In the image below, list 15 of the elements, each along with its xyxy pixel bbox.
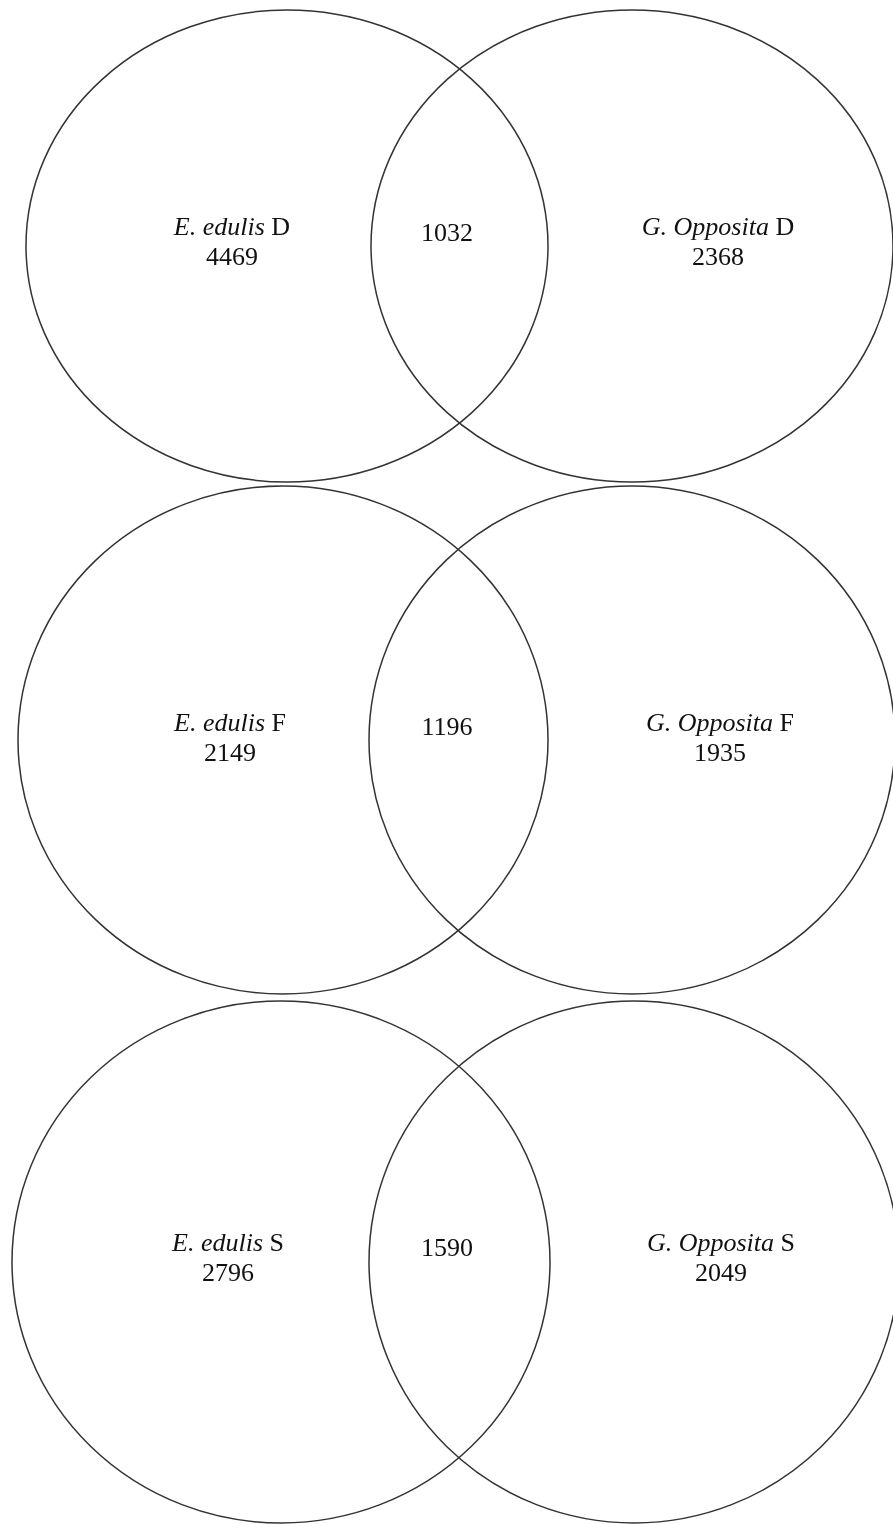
- overlap-count: 1032: [421, 218, 473, 248]
- set-name: G. Opposita S: [646, 1228, 796, 1258]
- set-count: 2796: [202, 1258, 254, 1288]
- set-name: E. edulis D: [173, 212, 291, 242]
- set-count: 2149: [204, 738, 256, 768]
- set-count: 4469: [206, 242, 258, 272]
- overlap-count: 1196: [421, 712, 473, 742]
- set-name: G. Opposita D: [641, 212, 795, 242]
- set-name: E. edulis S: [172, 1228, 284, 1258]
- set-name: G. Opposita F: [645, 708, 795, 738]
- set-name: E. edulis F: [174, 708, 286, 738]
- set-count: 2049: [695, 1258, 747, 1288]
- set-count: 1935: [694, 738, 746, 768]
- overlap-count: 1590: [421, 1233, 473, 1263]
- set-count: 2368: [692, 242, 744, 272]
